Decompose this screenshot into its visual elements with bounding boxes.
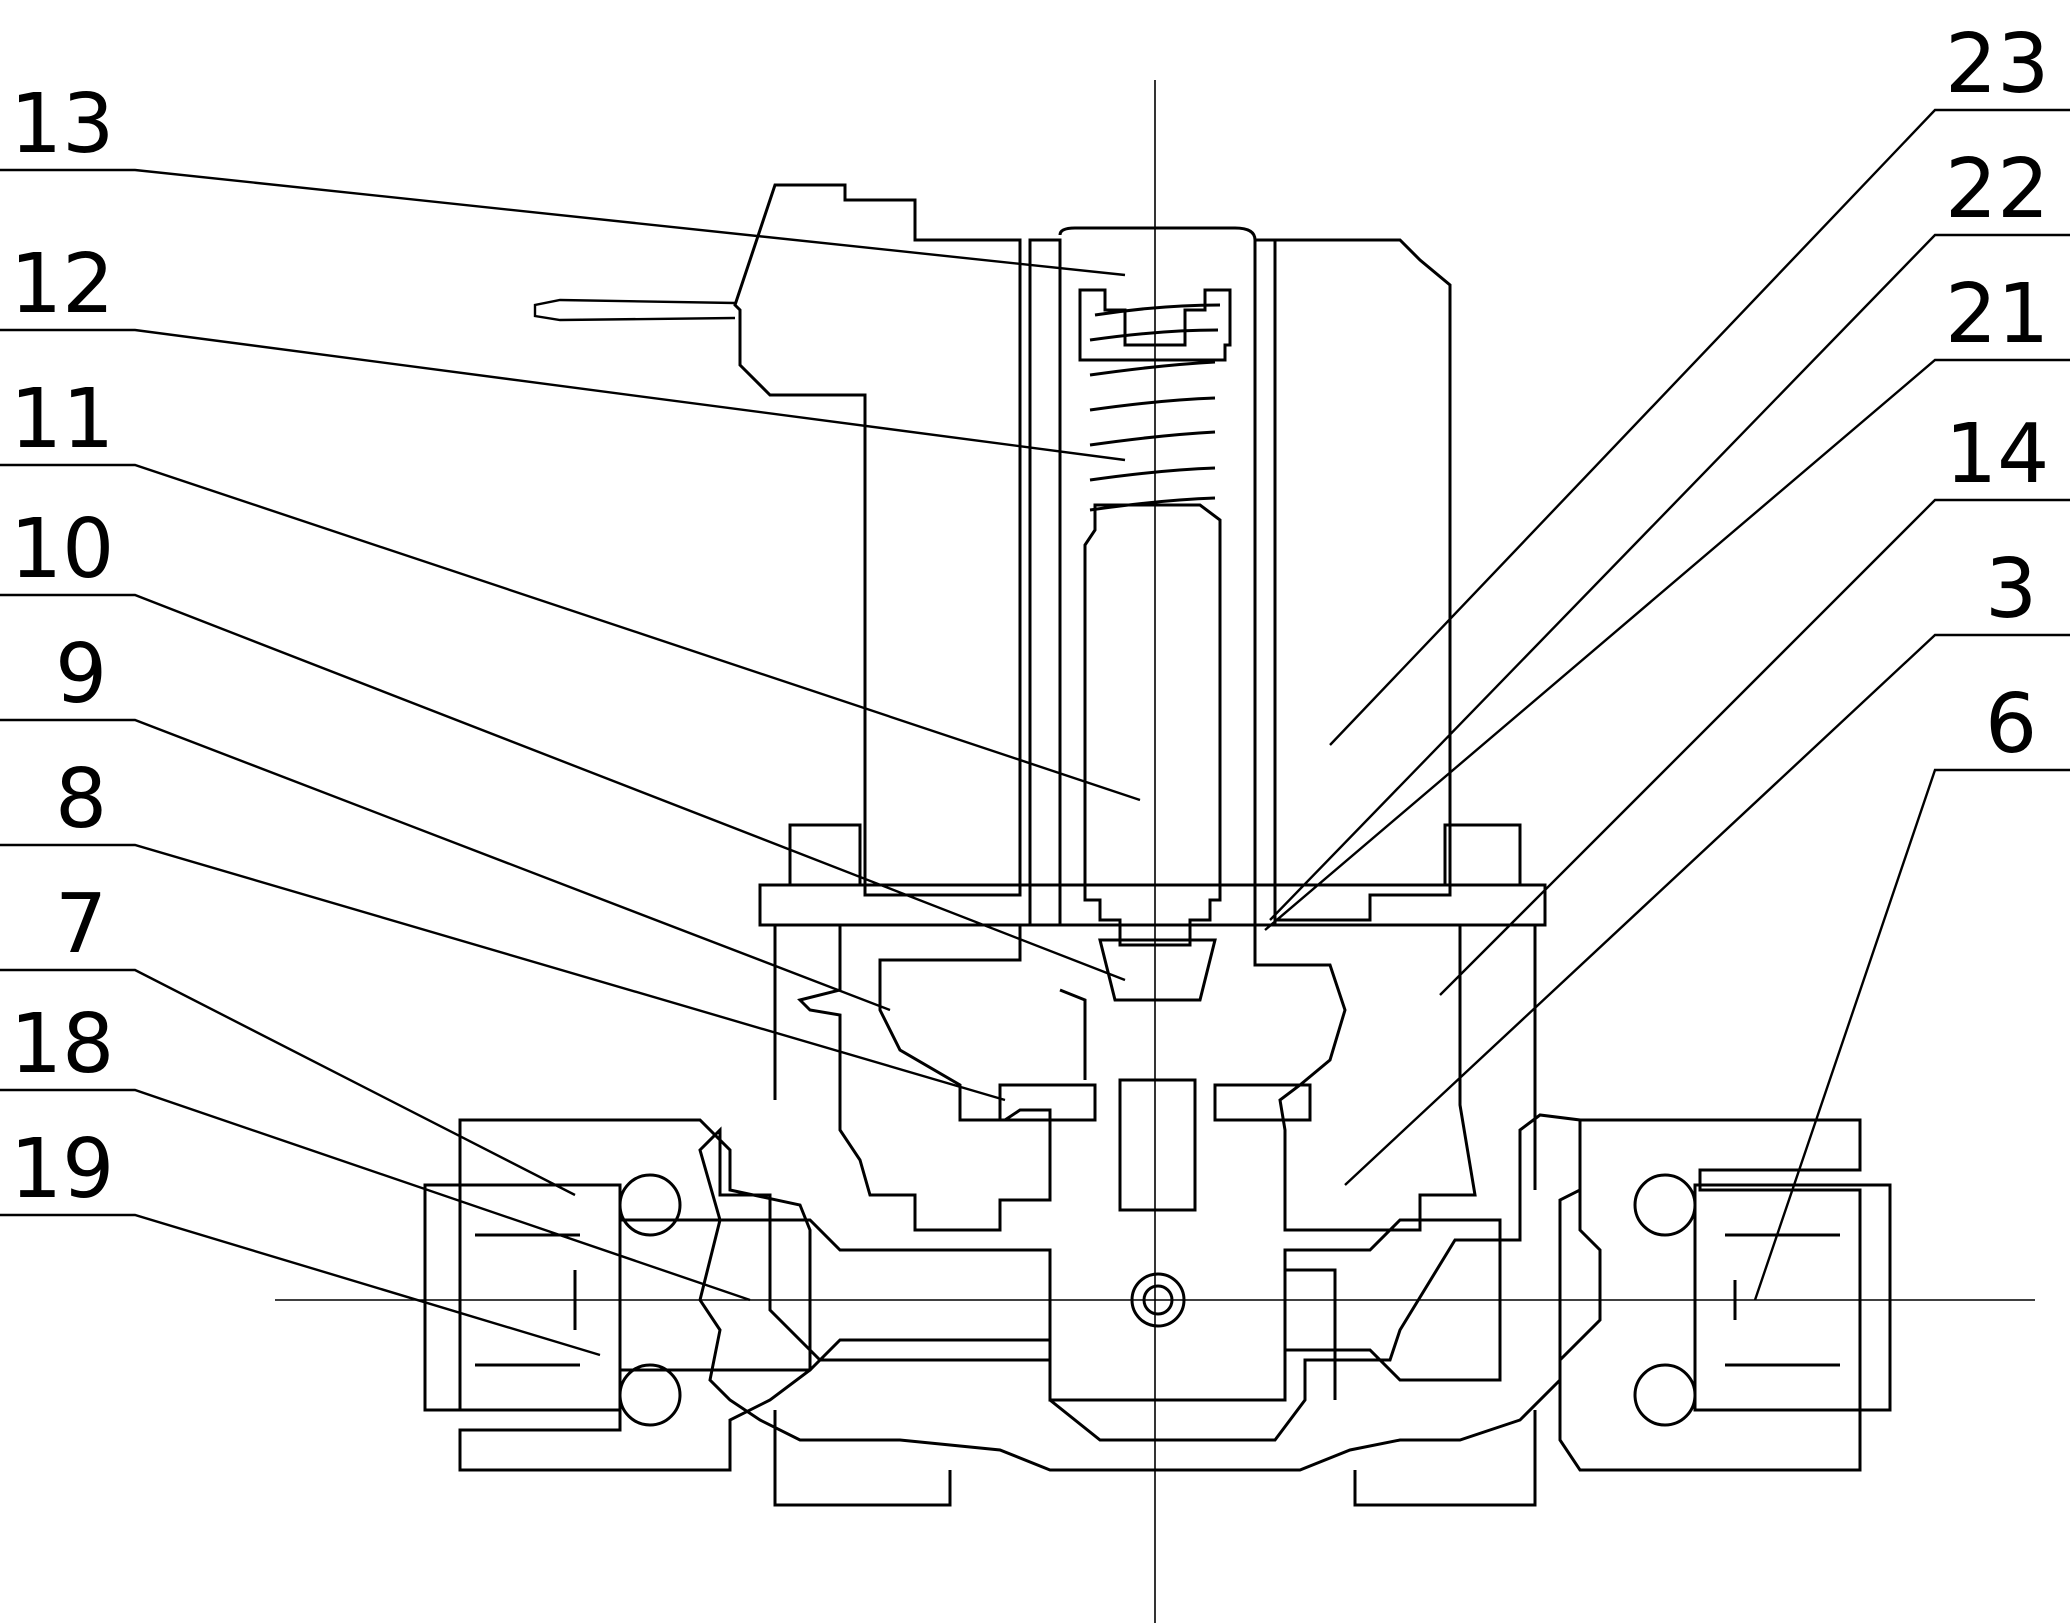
part-label-13: 13	[10, 77, 114, 172]
yoke-plate	[758, 823, 1547, 1190]
left-part-labels: 13 12 11 10 9 8 7 18 19	[10, 77, 114, 1217]
coil	[733, 183, 1452, 922]
part-label-19: 19	[10, 1122, 114, 1217]
orifice	[1130, 1272, 1186, 1328]
mounting-feet	[773, 1410, 1537, 1507]
part-label-18: 18	[10, 997, 114, 1092]
part-label-22: 22	[1945, 142, 2049, 237]
spring	[1089, 303, 1221, 512]
plunger	[1083, 503, 1222, 947]
part-label-6: 6	[1985, 677, 2037, 772]
diaphragm-seal	[998, 988, 1312, 1122]
part-label-8: 8	[55, 752, 107, 847]
part-label-23: 23	[1945, 17, 2049, 112]
terminal-pin	[533, 298, 736, 322]
right-fitting	[1693, 1183, 1892, 1412]
part-label-11: 11	[10, 372, 114, 467]
valve-body	[458, 923, 1862, 1472]
flow-passages	[620, 1078, 1502, 1402]
part-label-12: 12	[10, 237, 114, 332]
leader-lines	[0, 108, 2070, 1357]
part-label-14: 14	[1945, 407, 2049, 502]
part-label-21: 21	[1945, 267, 2049, 362]
o-rings	[618, 1173, 1697, 1427]
left-fitting	[423, 1183, 622, 1412]
right-part-labels: 23 22 21 14 3 6	[1945, 17, 2049, 772]
plunger-seal	[1098, 938, 1217, 1002]
stop-plug	[1078, 288, 1232, 362]
part-label-10: 10	[10, 502, 114, 597]
part-label-7: 7	[55, 877, 107, 972]
part-label-9: 9	[55, 627, 107, 722]
part-label-3: 3	[1985, 542, 2037, 637]
